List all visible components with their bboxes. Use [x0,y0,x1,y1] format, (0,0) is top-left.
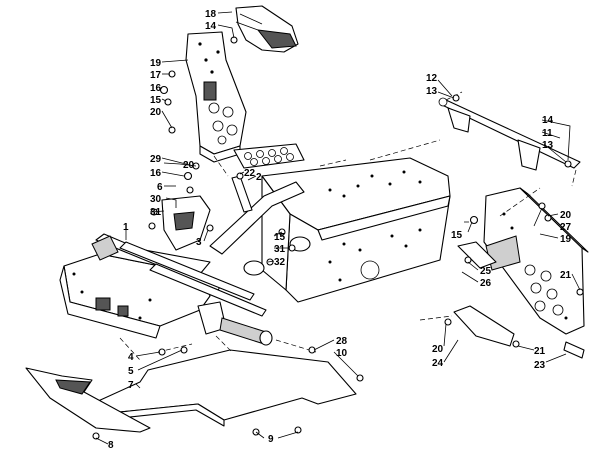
callout-22: 22 [244,168,256,179]
mount-plate [233,143,305,169]
callout-25: 25 [480,266,492,277]
lower-right-bracket [453,241,585,359]
callout-13: 13 [542,140,554,151]
callout-16: 16 [150,168,162,179]
callout-20: 20 [183,160,195,171]
callout-9: 9 [268,434,274,445]
leader-lines [95,11,581,445]
belly-pan [25,367,151,433]
callout-10: 10 [336,348,348,359]
callout-21: 21 [560,270,572,281]
callout-20: 20 [560,210,572,221]
callout-6: 6 [157,182,163,193]
callout-15: 15 [274,232,286,243]
callout-13: 13 [426,86,438,97]
callout-29: 29 [150,154,162,165]
callout-14: 14 [205,21,217,32]
callout-20: 20 [150,107,162,118]
callout-32: 32 [274,257,286,268]
callout-19: 19 [150,58,162,69]
callout-2: 2 [256,172,262,183]
callout-18: 18 [205,9,217,20]
support-arm [209,175,305,255]
callout-24: 24 [432,358,444,369]
callout-5: 5 [128,366,134,377]
right-side-panel [483,187,589,335]
callout-3: 3 [196,237,202,248]
top-shroud [235,5,299,53]
steering-crossbar [438,97,581,171]
left-steering-bracket [185,31,247,163]
callout-31: 31 [274,244,286,255]
callout-21: 21 [534,346,546,357]
callout-23: 23 [534,360,546,371]
callout-14: 14 [542,115,554,126]
skid-plate [95,349,357,427]
callout-4: 4 [128,352,134,363]
callout-12: 12 [426,73,438,84]
shock-bracket [161,195,211,251]
fasteners [92,36,584,440]
callout-26: 26 [480,278,492,289]
callouts: 18 14 19 17 16 15 20 29 20 16 22 2 6 30 … [108,9,572,451]
callout-31: 31 [150,207,162,218]
callout-15: 15 [451,230,463,241]
callout-17: 17 [150,70,162,81]
callout-30: 30 [150,194,162,205]
callout-8: 8 [108,440,114,451]
front-frame [59,233,267,339]
center-hub [197,236,311,346]
callout-28: 28 [336,336,348,347]
callout-19: 19 [560,234,572,245]
callout-16: 16 [150,83,162,94]
callout-11: 11 [542,128,553,139]
callout-15: 15 [150,95,162,106]
callout-7: 7 [128,380,134,391]
callout-27: 27 [560,222,572,233]
callout-20: 20 [432,344,444,355]
chassis-tunnel [261,157,451,303]
callout-1: 1 [123,222,129,233]
